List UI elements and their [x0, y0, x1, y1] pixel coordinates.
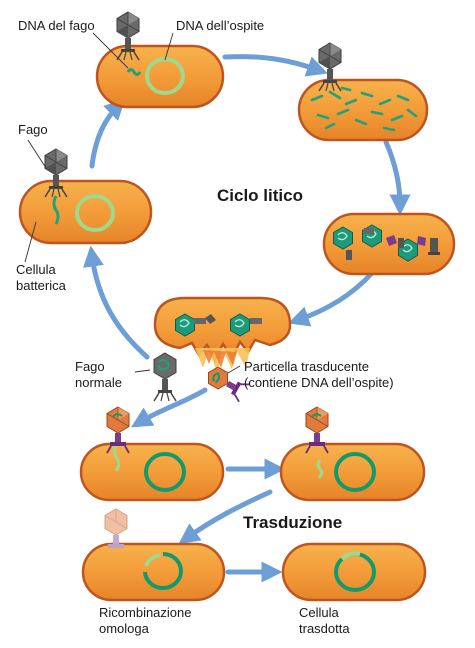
integrated-dna-segment: [340, 551, 361, 561]
arrow-assemble-to-lysis: [288, 270, 375, 327]
label-homologous-recombination-line2: omologa: [99, 621, 150, 636]
assembled-phage-icon: [229, 313, 251, 337]
donor-dna-fragment: [316, 459, 324, 480]
faded-phage-icon: [104, 508, 128, 549]
phage-dna-fragment: [126, 68, 142, 76]
label-transducing-particle-line2: (contiene DNA dell’ospite): [244, 375, 394, 390]
arrow-release-to-transduction: [130, 387, 208, 428]
cell-stage-degrade: [279, 406, 426, 502]
cell-stage-injection: [79, 406, 225, 502]
label-bacterial-cell-line2: batterica: [16, 278, 67, 293]
arrow-lysis-to-infection: [83, 245, 150, 360]
cell-stage-lysis: [153, 296, 292, 372]
donor-dna-fragment: [113, 443, 121, 472]
assembled-phage-icon: [332, 226, 354, 250]
host-dna-circle: [75, 194, 115, 232]
cell-stage-recombine: [81, 508, 226, 602]
arrow-replicate-to-assemble: [383, 139, 411, 216]
host-dna-circle: [143, 552, 183, 590]
arrow-degrade-to-recombine: [178, 489, 273, 545]
cell-stage-assemble: [322, 212, 456, 276]
phage-dna-injected: [52, 195, 60, 225]
cycle-arrows: [83, 54, 411, 583]
label-host-dna: DNA dell’ospite: [176, 18, 264, 33]
cell-stage-replicate: [297, 42, 429, 142]
label-lytic-cycle: Ciclo litico: [217, 186, 303, 205]
label-transduction: Trasduzione: [243, 513, 342, 532]
host-dna-circle: [334, 452, 376, 492]
label-normal-phage-line1: Fago: [75, 359, 105, 374]
label-transduced-cell-line1: Cellula: [299, 605, 340, 620]
assembled-phage-icon: [174, 313, 196, 337]
label-transducing-particle-line1: Particella trasducente: [244, 359, 369, 374]
cell-stage-transduced: [281, 542, 427, 602]
cell-stage-infection: [18, 148, 153, 245]
label-homologous-recombination-line1: Ricombinazione: [99, 605, 192, 620]
arrow-infection-to-attach: [89, 98, 126, 169]
arrow-attach-to-replicate: [222, 54, 328, 77]
normal-phage-icon: [153, 352, 177, 402]
transducing-particle-icon: [207, 366, 249, 403]
leader-lines: [24, 32, 241, 374]
label-phage-dna: DNA del fago: [18, 18, 95, 33]
recombining-dna: [144, 553, 161, 567]
host-dna-circle: [144, 452, 186, 492]
label-normal-phage-line2: normale: [75, 375, 122, 390]
label-transduced-cell-line2: trasdotta: [299, 621, 350, 636]
label-bacterial-cell-line1: Cellula: [16, 262, 57, 277]
lysis-burst: [195, 348, 250, 372]
label-phage: Fago: [18, 122, 48, 137]
dna-fragments: [310, 86, 418, 132]
